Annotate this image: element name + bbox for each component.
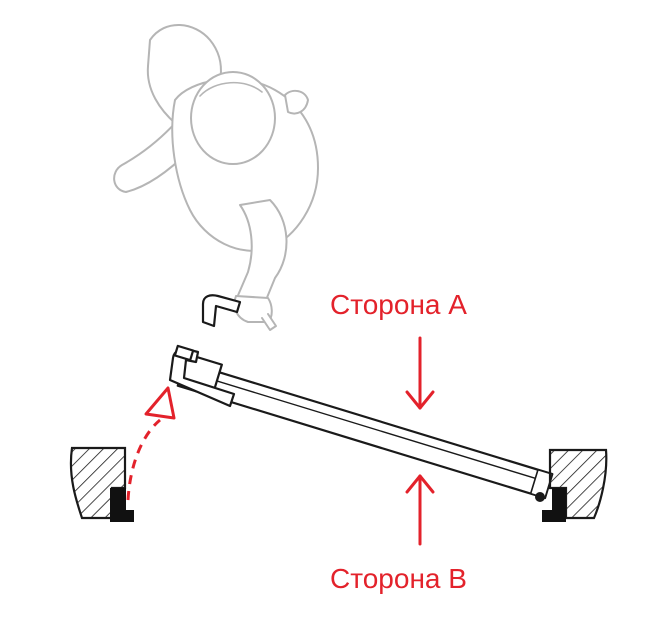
door-handles — [168, 294, 242, 408]
door-leaf — [176, 353, 554, 500]
left-door-frame — [110, 488, 134, 522]
hinge-pivot — [535, 492, 545, 502]
person-illustration — [113, 24, 319, 331]
right-door-frame — [542, 488, 566, 522]
side-a-arrow — [405, 336, 435, 410]
side-b-label: Сторона В — [330, 563, 467, 594]
person-right-shoulder — [284, 89, 309, 115]
outer-handle — [201, 294, 242, 328]
swing-arrow-head — [144, 386, 176, 420]
swing-direction-arrow — [126, 386, 176, 501]
person-head — [190, 71, 276, 165]
left-wall — [69, 446, 134, 522]
right-wall — [542, 448, 608, 522]
person-head-inner — [199, 81, 263, 97]
door-leaf-body — [176, 360, 554, 500]
swing-arrow-path — [126, 418, 161, 501]
handle-rose — [173, 344, 195, 362]
person-fingers — [261, 313, 277, 331]
side-a-label: Сторона А — [330, 289, 467, 320]
person-left-arm — [113, 119, 191, 193]
door-leaf-inner-line — [216, 380, 550, 484]
side-b-arrow — [405, 474, 435, 546]
